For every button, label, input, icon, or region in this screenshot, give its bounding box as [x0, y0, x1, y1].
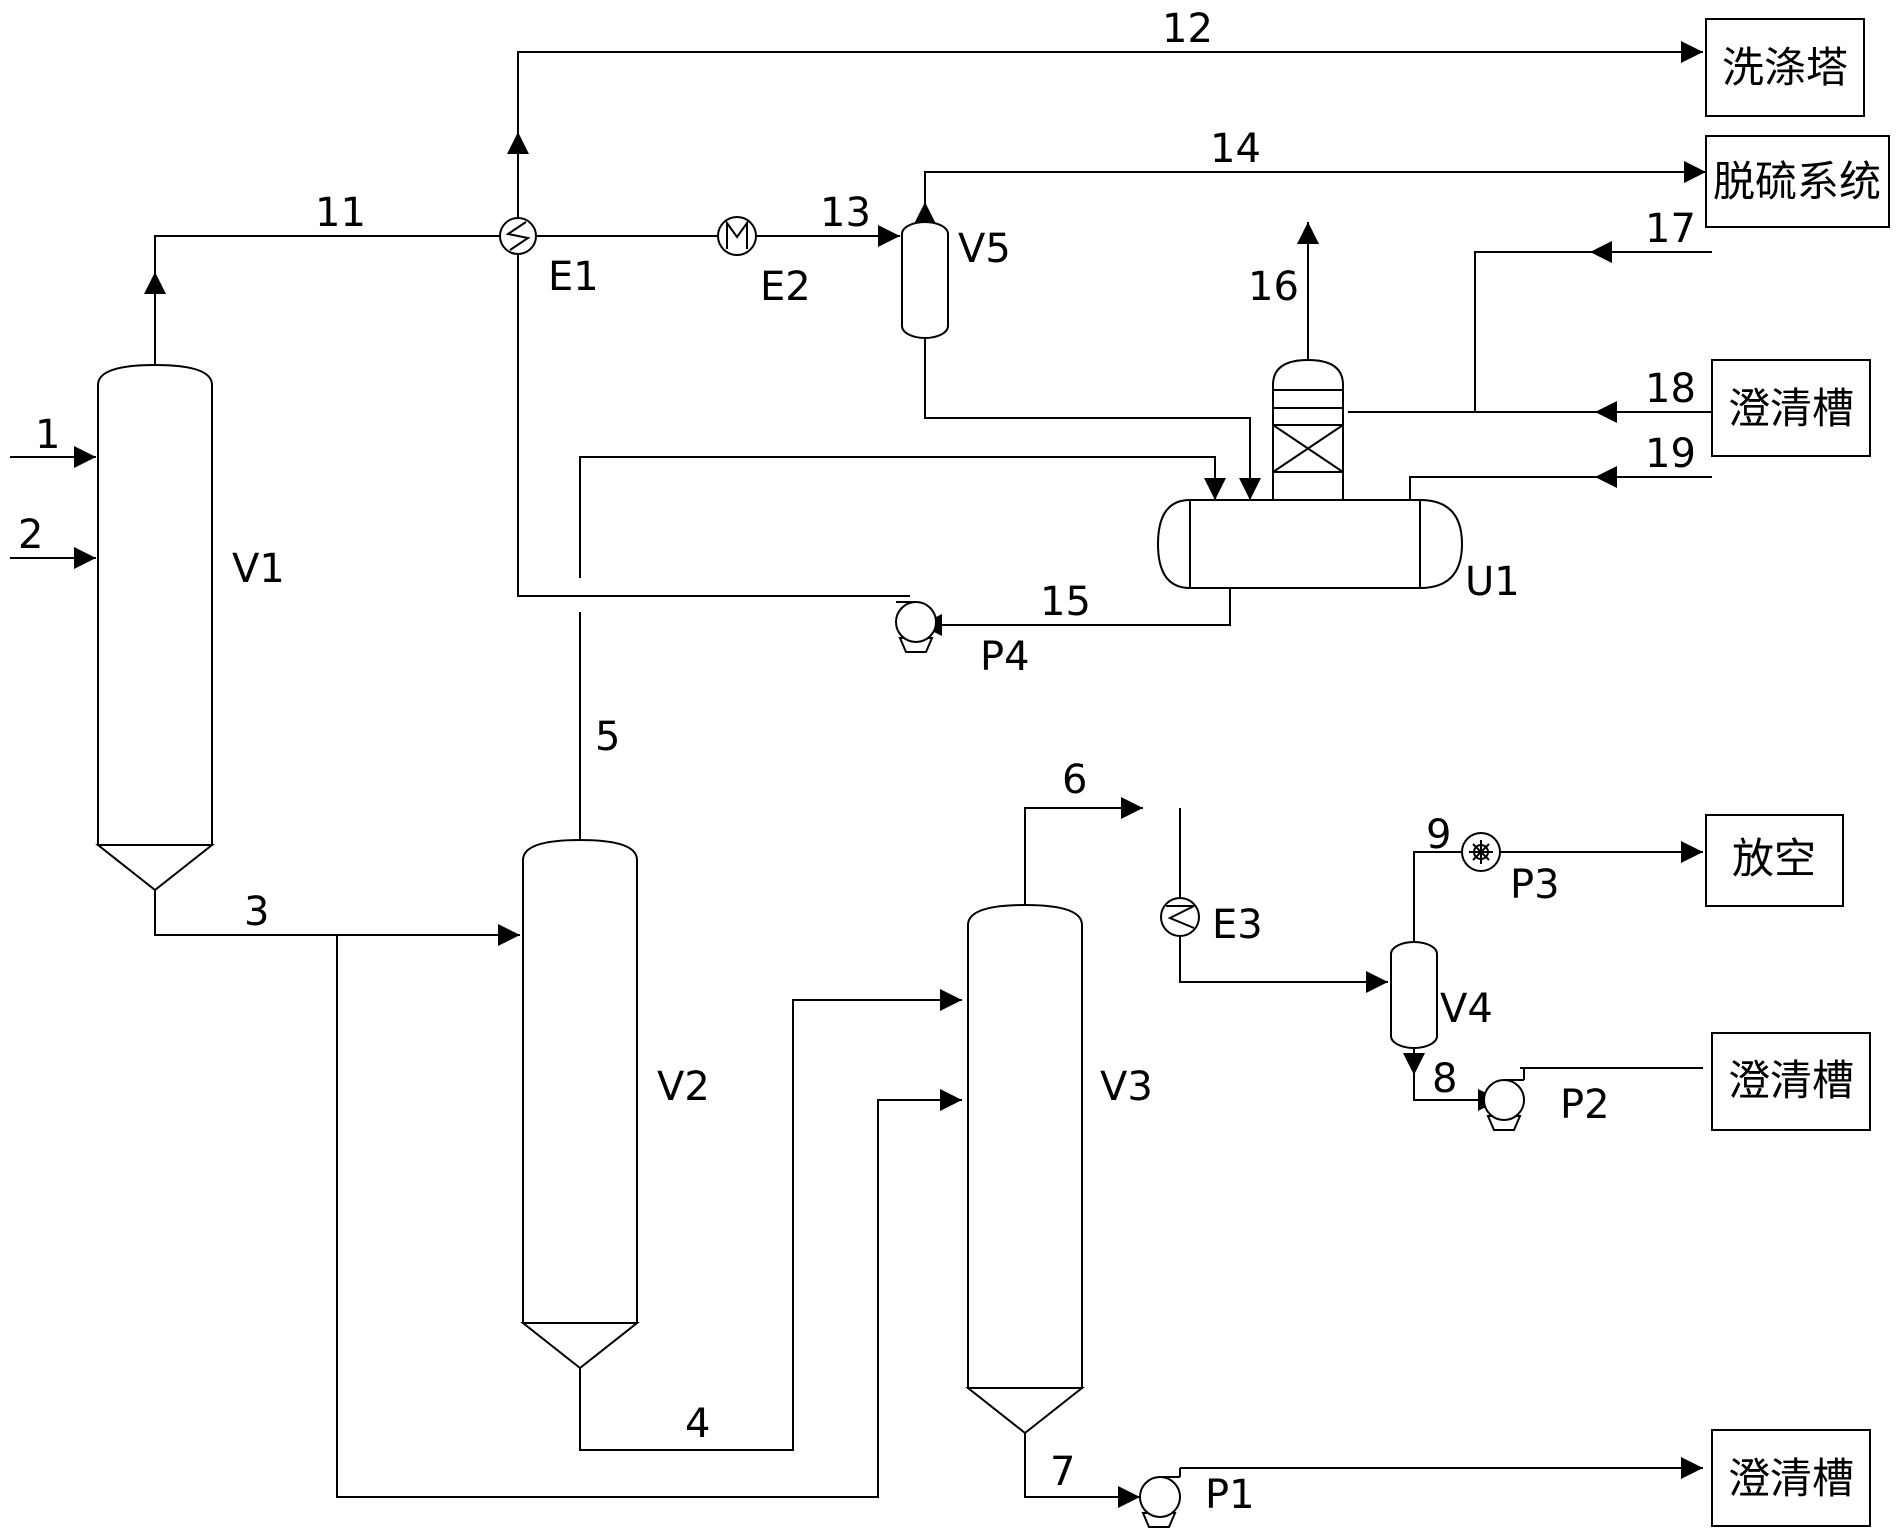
stream-label-3: 3 [244, 889, 269, 935]
stream-7-line [1024, 1433, 1140, 1508]
box-clarifier-top: 澄清槽 [1711, 359, 1871, 457]
label-v5: V5 [958, 226, 1011, 272]
packed-column [1272, 358, 1344, 501]
vessel-v1 [95, 363, 215, 892]
stream-label-7: 7 [1050, 1449, 1075, 1495]
label-v3: V3 [1100, 1064, 1153, 1110]
label-p3: P3 [1510, 862, 1560, 908]
label-e2: E2 [760, 264, 811, 310]
stream-3-branch-line [336, 935, 962, 1498]
box-clarifier-bottom: 澄清槽 [1711, 1429, 1871, 1527]
stream-4-line [579, 989, 962, 1451]
stream-label-1: 1 [35, 412, 60, 458]
exchanger-e1 [499, 217, 537, 255]
stream-label-17: 17 [1645, 206, 1696, 252]
box-washing-tower: 洗涤塔 [1705, 18, 1865, 117]
e3-to-v4-line-b [1179, 935, 1388, 993]
stream-label-11: 11 [315, 190, 366, 236]
label-v4: V4 [1440, 986, 1493, 1032]
label-v2: V2 [657, 1064, 710, 1110]
stream-label-8: 8 [1432, 1056, 1457, 1102]
box-washing-tower-label: 洗涤塔 [1722, 43, 1848, 92]
box-clarifier-top-label: 澄清槽 [1728, 384, 1854, 433]
stream-label-14: 14 [1210, 126, 1261, 172]
stream-label-18: 18 [1645, 366, 1696, 412]
box-clarifier-mid-label: 澄清槽 [1728, 1056, 1854, 1105]
stream-label-4: 4 [685, 1401, 710, 1447]
stream-5-line-upper [579, 456, 1226, 578]
label-e3: E3 [1212, 902, 1263, 948]
exchanger-e3 [1160, 897, 1200, 937]
exchanger-e2 [717, 216, 757, 256]
pump-p1 [1139, 1468, 1181, 1528]
label-p2: P2 [1560, 1082, 1610, 1128]
box-vent: 放空 [1705, 814, 1844, 907]
pump-p3 [1461, 832, 1501, 872]
stream-19-line [1409, 476, 1712, 500]
vessel-v3 [965, 903, 1085, 1435]
box-desulfurization: 脱硫系统 [1705, 135, 1890, 228]
stream-label-6: 6 [1062, 757, 1087, 803]
stream-12-line [517, 41, 1703, 219]
stream-14-line [924, 161, 1706, 222]
stream-3-line [154, 890, 520, 946]
v5-to-u1-line [924, 338, 1261, 500]
label-v1: V1 [232, 546, 285, 592]
vessel-v4 [1390, 941, 1438, 1049]
vessel-v5 [901, 221, 949, 339]
pump-p4 [895, 601, 937, 653]
stream-6-line [1024, 797, 1143, 905]
label-p4: P4 [980, 634, 1030, 680]
box-vent-label: 放空 [1732, 834, 1816, 883]
vessel-v2 [520, 838, 640, 1370]
stream-label-12: 12 [1162, 6, 1213, 52]
box-clarifier-mid: 澄清槽 [1711, 1032, 1871, 1131]
stream-11-line [154, 235, 500, 365]
box-desulfurization-label: 脱硫系统 [1713, 157, 1881, 206]
label-p1: P1 [1205, 1472, 1255, 1518]
stream-label-9: 9 [1426, 812, 1451, 858]
pump-p2 [1483, 1068, 1525, 1131]
stream-15-line [920, 588, 1231, 636]
stream-label-2: 2 [18, 512, 43, 558]
label-u1: U1 [1465, 559, 1520, 605]
box-clarifier-bottom-label: 澄清槽 [1728, 1454, 1854, 1503]
p4-to-e1-line [517, 254, 910, 597]
drum-u1 [1156, 499, 1464, 589]
stream-label-15: 15 [1040, 579, 1091, 625]
stream-label-16: 16 [1248, 264, 1299, 310]
label-e1: E1 [548, 254, 599, 300]
stream-label-13: 13 [820, 190, 871, 236]
stream-9-line [1413, 851, 1462, 942]
stream-label-5: 5 [595, 714, 620, 760]
stream-label-19: 19 [1645, 431, 1696, 477]
